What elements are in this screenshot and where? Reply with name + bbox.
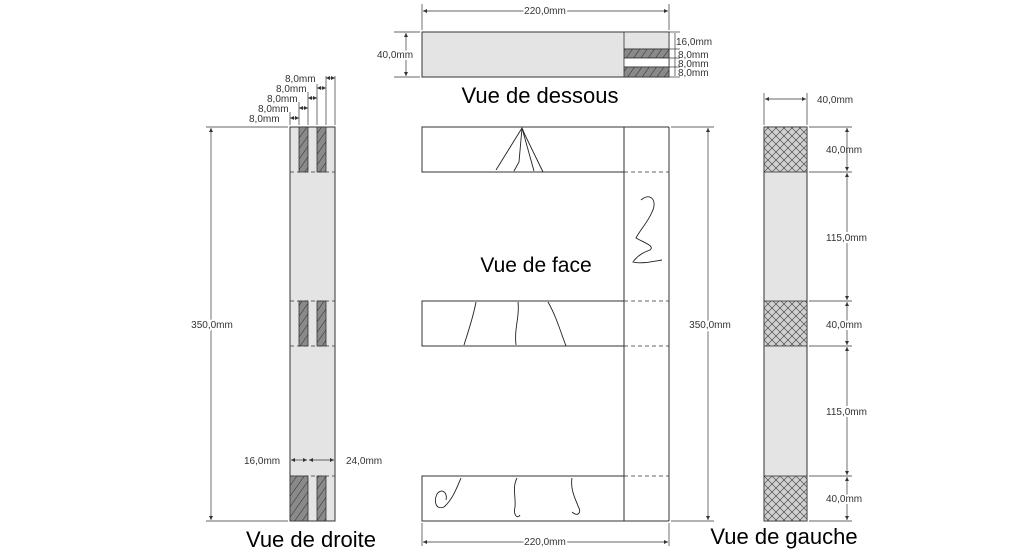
title-droite: Vue de droite (246, 527, 376, 552)
droite-slot-top-a (298, 126, 309, 173)
dim-top-slot: 16,0mm (676, 37, 712, 48)
title-gauche: Vue de gauche (710, 524, 857, 549)
dim-right-layer-4: 8,0mm (258, 104, 289, 115)
dessous-layer-3 (623, 66, 670, 78)
dim-left-seg-1: 40,0mm (826, 145, 862, 156)
dim-right-bottom-left: 16,0mm (244, 456, 280, 467)
face-shelf-middle (421, 300, 625, 347)
dim-right-bottom-right: 24,0mm (346, 456, 382, 467)
droite-slot-bot-a (289, 475, 309, 522)
dim-top-width: 220,0mm (524, 6, 566, 17)
dim-face-height: 350,0mm (689, 320, 731, 331)
dim-left-seg-2: 115,0mm (826, 233, 867, 244)
dim-top-layer-b: 8,0mm (678, 59, 709, 70)
dim-right-height: 350,0mm (191, 320, 233, 331)
droite-body (289, 126, 336, 522)
dim-right-layer-2: 8,0mm (276, 84, 307, 95)
gauche-block-middle (763, 300, 808, 347)
dim-left-seg-3: 40,0mm (826, 320, 862, 331)
face-shelf-bottom (421, 475, 625, 522)
gauche-block-top (763, 126, 808, 173)
dim-right-layer-3: 8,0mm (267, 94, 298, 105)
droite-slot-bot-b (316, 475, 327, 522)
dim-left-seg-5: 40,0mm (826, 494, 862, 505)
droite-slot-mid-b (316, 300, 327, 347)
title-dessous: Vue de dessous (462, 83, 619, 108)
dim-right-layer-1: 8,0mm (285, 74, 316, 85)
dim-left-seg-4: 115,0mm (826, 407, 867, 418)
view-dessous: 220,0mm 40,0mm 16,0mm 8,0mm 8,0mm 8,0mm … (375, 4, 712, 108)
dim-top-layer-c: 8,0mm (678, 68, 709, 79)
dim-top-layer-a: 8,0mm (678, 50, 709, 61)
title-face: Vue de face (480, 254, 591, 277)
dim-left-top-width: 40,0mm (817, 95, 853, 106)
view-gauche: 40,0mm 40,0mm 115,0mm 40,0mm 115,0mm 40,… (710, 93, 869, 549)
dessous-layer-2 (623, 57, 670, 68)
droite-slot-top-b (316, 126, 327, 173)
view-face: 350,0mm 220,0mm Vue de face (421, 126, 733, 550)
face-shelf-top (421, 126, 625, 173)
view-droite: 8,0mm 8,0mm 8,0mm 8,0mm 8,0mm 350,0mm 16… (189, 74, 382, 552)
dim-bottom-width: 220,0mm (524, 537, 566, 548)
droite-slot-mid-a (298, 300, 309, 347)
dessous-slot (623, 31, 670, 50)
dim-right-layer-5: 8,0mm (249, 114, 280, 125)
gauche-block-bottom (763, 475, 808, 522)
dessous-layer-1 (623, 48, 670, 59)
dim-top-height: 40,0mm (377, 50, 413, 61)
